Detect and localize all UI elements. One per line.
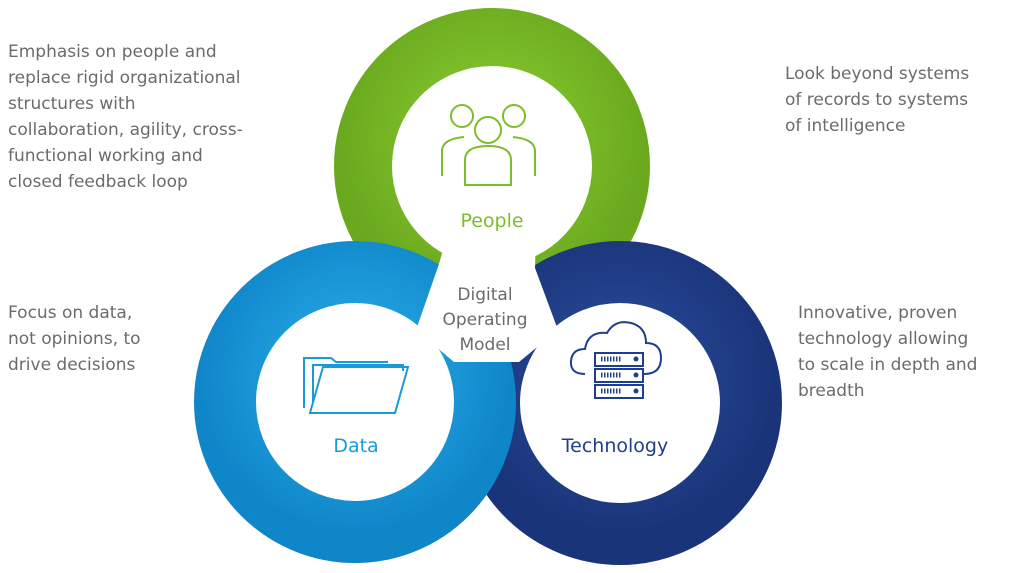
center-label: Digital Operating Model <box>442 285 528 355</box>
people-group-icon <box>441 104 536 186</box>
data-description: Focus on data, not opinions, to drive de… <box>8 303 141 375</box>
people-description: Emphasis on people and replace rigid org… <box>8 42 243 192</box>
people-label: People <box>460 210 524 232</box>
technology-label: Technology <box>561 435 669 457</box>
technology-description: Innovative, proven technology allowing t… <box>798 303 978 401</box>
folders-icon <box>303 357 410 414</box>
data-label: Data <box>333 435 379 457</box>
cloud-server-icon <box>569 321 663 399</box>
systems-description: Look beyond systems of records to system… <box>785 64 970 136</box>
center-area <box>416 232 558 362</box>
data-ring <box>194 241 516 563</box>
